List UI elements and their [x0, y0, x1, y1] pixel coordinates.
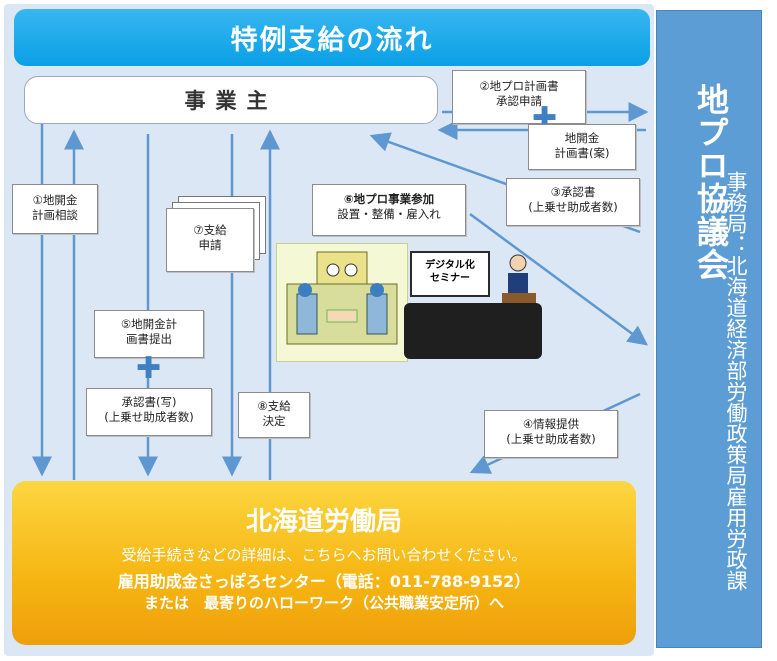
labour-bureau-contact-center: 雇用助成金さっぽろセンター（電話：011-788-9152） — [117, 572, 531, 591]
note-plan-submission-line2: 画書提出 — [126, 332, 172, 346]
diagram-title: 特例支給の流れ — [14, 9, 650, 66]
council-title: 地プロ協議会 — [692, 83, 730, 281]
note-plan-submission: ⑤地開金計 画書提出 — [94, 310, 204, 358]
employer-box: 事業主 — [24, 76, 438, 124]
note-approval-request: ②地プロ計画書 承認申請 — [452, 70, 586, 124]
seminar-audience — [404, 303, 542, 359]
factory-workers-illustration — [276, 243, 408, 362]
note-plan-consultation: ①地開金 計画相談 — [12, 184, 98, 234]
labour-bureau-hello-work: または 最寄りのハローワーク（公共職業安定所）へ — [143, 594, 504, 612]
note-approval-issued-line2: (上乗せ助成者数) — [528, 200, 618, 214]
council-subtitle: 事務局：北海道経済部労働政策局雇用労政課 — [724, 171, 748, 591]
plus-icon-submission: ✚ — [136, 351, 162, 386]
note-approval-request-line1: ②地プロ計画書 — [479, 79, 559, 93]
note-payment-application-line2: 申請 — [198, 238, 222, 252]
note-approval-copy-line2: (上乗せ助成者数) — [104, 410, 194, 424]
note-approval-copy-line1: 承認書(写) — [121, 395, 177, 409]
presenter-figure — [502, 254, 536, 311]
labour-bureau-box: 北海道労働局 受給手続きなどの詳細は、こちらへお問い合わせください。 雇用助成金… — [12, 481, 636, 645]
note-approval-issued: ③承認書 (上乗せ助成者数) — [506, 178, 640, 226]
note-plan-consultation-line1: ①地開金 — [32, 193, 78, 207]
seminar-board-line2: セミナー — [430, 273, 470, 284]
note-plan-submission-line1: ⑤地開金計 — [120, 317, 178, 331]
digital-seminar-illustration: デジタル化 セミナー — [404, 243, 542, 359]
note-project-participation: ⑥地プロ事業参加 設置・整備・雇入れ — [312, 184, 466, 236]
note-payment-decision-line2: 決定 — [262, 414, 286, 428]
note-payment-application: ⑦支給 申請 — [166, 208, 254, 272]
note-payment-decision-line1: ⑧支給 — [257, 399, 291, 413]
note-plan-consultation-line2: 計画相談 — [32, 208, 78, 222]
labour-bureau-title: 北海道労働局 — [245, 507, 402, 537]
note-payment-application-line1: ⑦支給 — [193, 223, 227, 237]
note-approval-copy: 承認書(写) (上乗せ助成者数) — [86, 388, 212, 436]
seminar-board: デジタル化 セミナー — [410, 251, 490, 297]
note-project-participation-line1: ⑥地プロ事業参加 — [343, 192, 435, 206]
note-approval-request-line2: 承認申請 — [496, 94, 542, 108]
note-plan-draft-line2: 計画書(案) — [554, 146, 610, 160]
labour-bureau-contact-intro: 受給手続きなどの詳細は、こちらへお問い合わせください。 — [121, 546, 527, 564]
note-plan-draft: 地開金 計画書(案) — [528, 124, 636, 170]
note-information-provision-line1: ④情報提供 — [522, 417, 580, 431]
note-project-participation-line2: 設置・整備・雇入れ — [337, 207, 441, 221]
council-box: 地プロ協議会 事務局：北海道経済部労働政策局雇用労政課 — [656, 10, 762, 648]
note-information-provision: ④情報提供 (上乗せ助成者数) — [484, 410, 618, 458]
note-information-provision-line2: (上乗せ助成者数) — [506, 432, 596, 446]
note-plan-draft-line1: 地開金 — [564, 131, 600, 145]
arrow-participation — [469, 212, 649, 346]
note-approval-issued-line1: ③承認書 — [550, 185, 596, 199]
note-payment-decision: ⑧支給 決定 — [238, 392, 310, 438]
seminar-board-line1: デジタル化 — [425, 260, 475, 271]
